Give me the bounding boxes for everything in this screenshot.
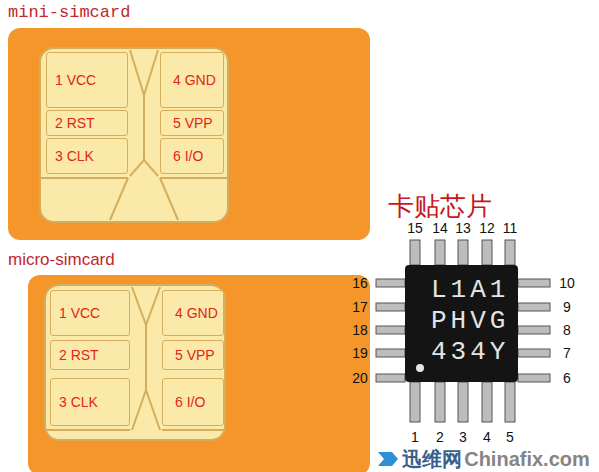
pin-name: 1 VCC: [55, 72, 96, 88]
pin-number: 17: [352, 299, 368, 315]
pin-name: 6 I/O: [173, 148, 203, 164]
contact-pad: 6 I/O: [160, 138, 224, 174]
micro-chip-area: [45, 285, 225, 440]
chip-title: 卡贴芯片: [388, 189, 492, 224]
pin-name: 3 CLK: [59, 394, 98, 410]
pin-number: 15: [407, 220, 423, 236]
pin1-dot: [416, 364, 424, 372]
watermark-icon: [378, 452, 398, 466]
pin-name: 2 RST: [55, 115, 95, 131]
pin-name: 1 VCC: [59, 305, 100, 321]
chip-package: 卡贴芯片L1A1 PHVG 434Y: [405, 265, 518, 382]
pin-name: 4 GND: [175, 305, 218, 321]
pin-number: 11: [503, 220, 518, 236]
contact-pad: 5 VPP: [160, 110, 224, 136]
pin-number: 12: [479, 220, 495, 236]
micro-chip-lines: [45, 287, 225, 430]
mini-chip-lines: [40, 50, 228, 220]
pin-number: 18: [352, 322, 368, 338]
contact-pad: 2 RST: [50, 340, 130, 370]
chip-marking: L1A1 PHVG 434Y: [431, 275, 517, 368]
contact-pad: 2 RST: [46, 110, 128, 136]
contact-pad: 6 I/O: [162, 378, 224, 426]
contact-pad: 1 VCC: [46, 52, 128, 108]
pin-number: 3: [459, 429, 467, 445]
contact-pad: 3 CLK: [50, 378, 130, 426]
pin-number: 13: [455, 220, 471, 236]
pin-name: 2 RST: [59, 347, 99, 363]
pin-name: 5 VPP: [173, 115, 213, 131]
chip-pins: [376, 240, 550, 422]
pin-name: 5 VPP: [175, 347, 215, 363]
contact-pad: 5 VPP: [162, 340, 224, 370]
pin-name: 6 I/O: [175, 394, 205, 410]
watermark: 迅维网: [402, 446, 462, 472]
mini-card-body: [8, 28, 370, 240]
watermark-panel: [372, 446, 599, 472]
card-title: mini-simcard: [8, 3, 130, 22]
pin-name: 4 GND: [173, 72, 216, 88]
pin-number: 16: [352, 275, 368, 291]
sim-card: mini-simcard1 VCC4 GND2 RST5 VPP3 CLK6 I…: [8, 28, 370, 240]
pin-number: 9: [563, 299, 571, 315]
pin-name: 3 CLK: [55, 148, 94, 164]
mini-chip-area: [40, 48, 228, 222]
pin-number: 7: [563, 345, 571, 361]
pin-number: 1: [411, 429, 419, 445]
pin-number: 2: [436, 429, 444, 445]
contact-pad: 1 VCC: [50, 290, 130, 336]
pin-number: 5: [506, 429, 514, 445]
pin-number: 8: [563, 322, 571, 338]
micro-card-body: [28, 275, 370, 472]
contact-pad: 3 CLK: [46, 138, 128, 174]
pin-number: 10: [559, 275, 575, 291]
pin-number: 14: [432, 220, 448, 236]
watermark: Chinafix.com: [464, 448, 590, 471]
contact-pad: 4 GND: [160, 52, 224, 108]
pin-number: 19: [352, 345, 368, 361]
pin-number: 6: [563, 370, 571, 386]
sim-card: micro-simcard1 VCC4 GND2 RST5 VPP3 CLK6 …: [28, 275, 370, 472]
card-title: micro-simcard: [8, 250, 115, 270]
pin-number: 4: [483, 429, 491, 445]
contact-pad: 4 GND: [162, 290, 224, 336]
pin-number: 20: [352, 370, 368, 386]
